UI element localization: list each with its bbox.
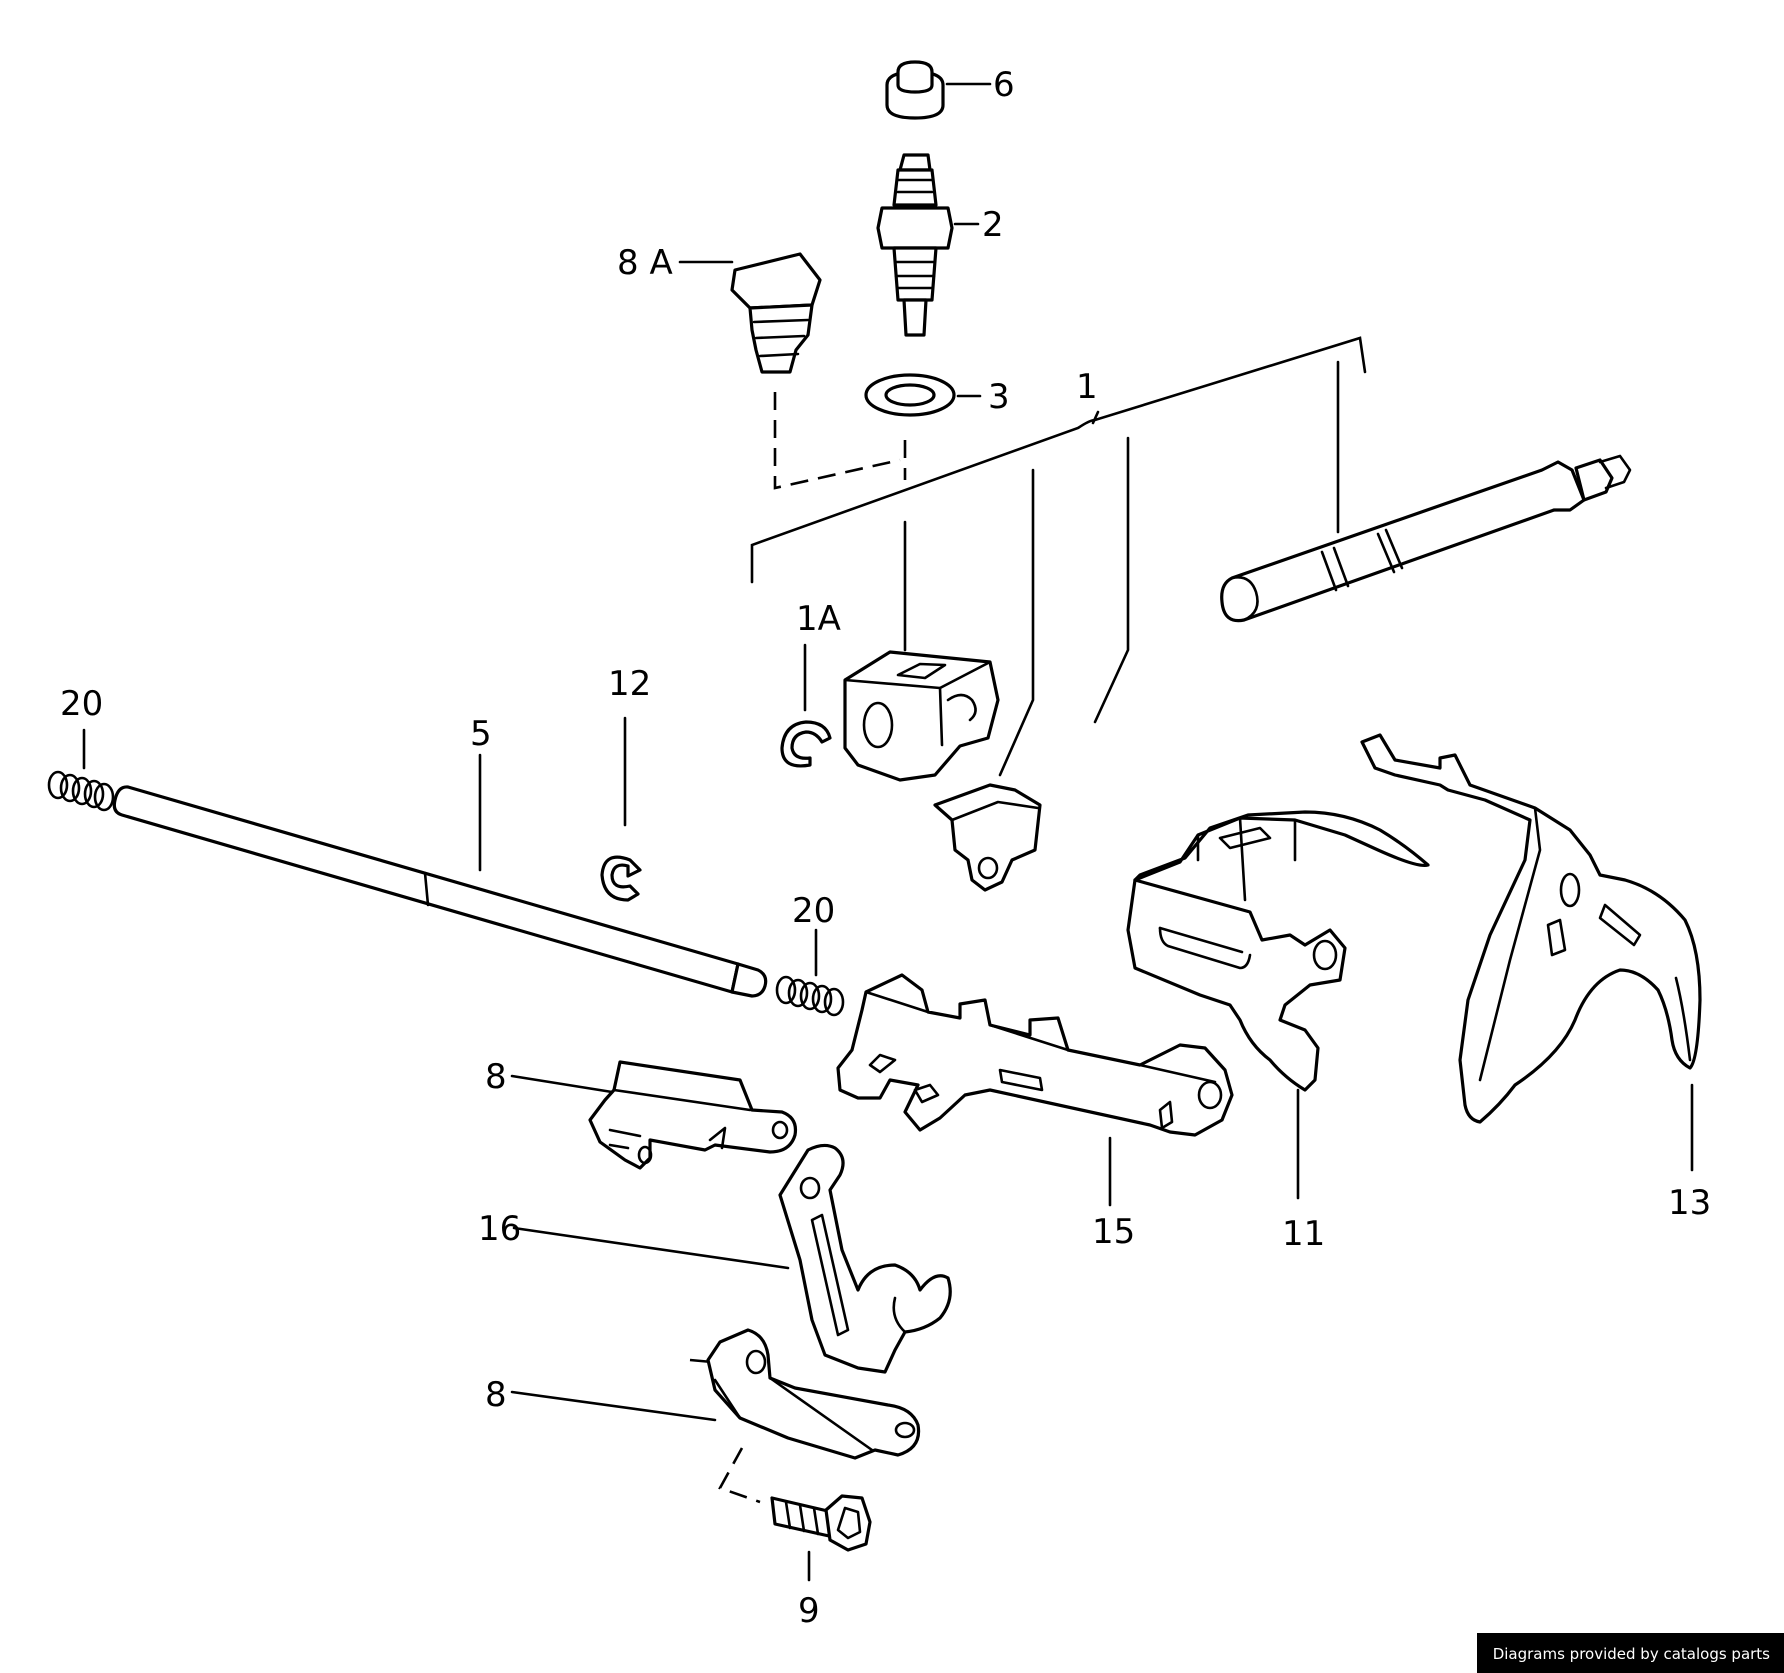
callout-9: 9 [798,1591,820,1631]
part-15-plate [836,973,1234,1137]
part-20-spring-mid [775,975,845,1017]
callout-8-bottom: 8 [485,1375,507,1415]
part-11-fork [1126,810,1430,1092]
leader-8-bottom [510,1390,717,1422]
leader-8a-dash [773,392,901,490]
part-9-bolt [770,1494,872,1552]
callout-2: 2 [982,205,1004,245]
callout-1a: 1A [796,599,841,639]
leader-1-drop [1093,436,1130,724]
leader-16 [512,1226,790,1270]
callout-12: 12 [608,664,651,704]
leader-8-top [510,1074,614,1094]
callout-16: 16 [478,1209,521,1249]
part-5-shaft [112,785,768,998]
callout-3: 3 [988,377,1010,417]
part-12-eclip [600,855,642,902]
callout-15: 15 [1092,1212,1135,1252]
callout-8a: 8 A [617,243,673,283]
callout-6: 6 [993,65,1015,105]
callout-8-top: 8 [485,1057,507,1097]
part-8a-bolt [730,252,822,374]
part-8-bracket-top [588,1060,798,1170]
part-8-bracket-bottom [706,1328,921,1460]
part-1a-ring [780,720,832,768]
callout-20-left: 20 [60,684,103,724]
leader-1-clip [998,468,1035,777]
callout-13: 13 [1668,1183,1711,1223]
part-3-washer [864,373,956,417]
credit-badge: Diagrams provided by catalogs parts [1476,1633,1784,1673]
part-1-rod [1220,454,1632,623]
part-2-switch [876,153,954,337]
part-20-spring-left [47,770,115,812]
part-6-cap [885,60,945,120]
part-1-clip [933,783,1042,892]
part-1-block [843,650,1000,782]
leader-8-bottom-dash [689,1358,761,1504]
part-16-lever [778,1143,952,1374]
callout-20-mid: 20 [792,891,835,931]
callout-1: 1 [1076,367,1098,407]
callout-5: 5 [470,714,492,754]
callout-11: 11 [1282,1214,1325,1254]
part-13-fork [1360,733,1702,1124]
bracket-1 [750,336,1367,584]
